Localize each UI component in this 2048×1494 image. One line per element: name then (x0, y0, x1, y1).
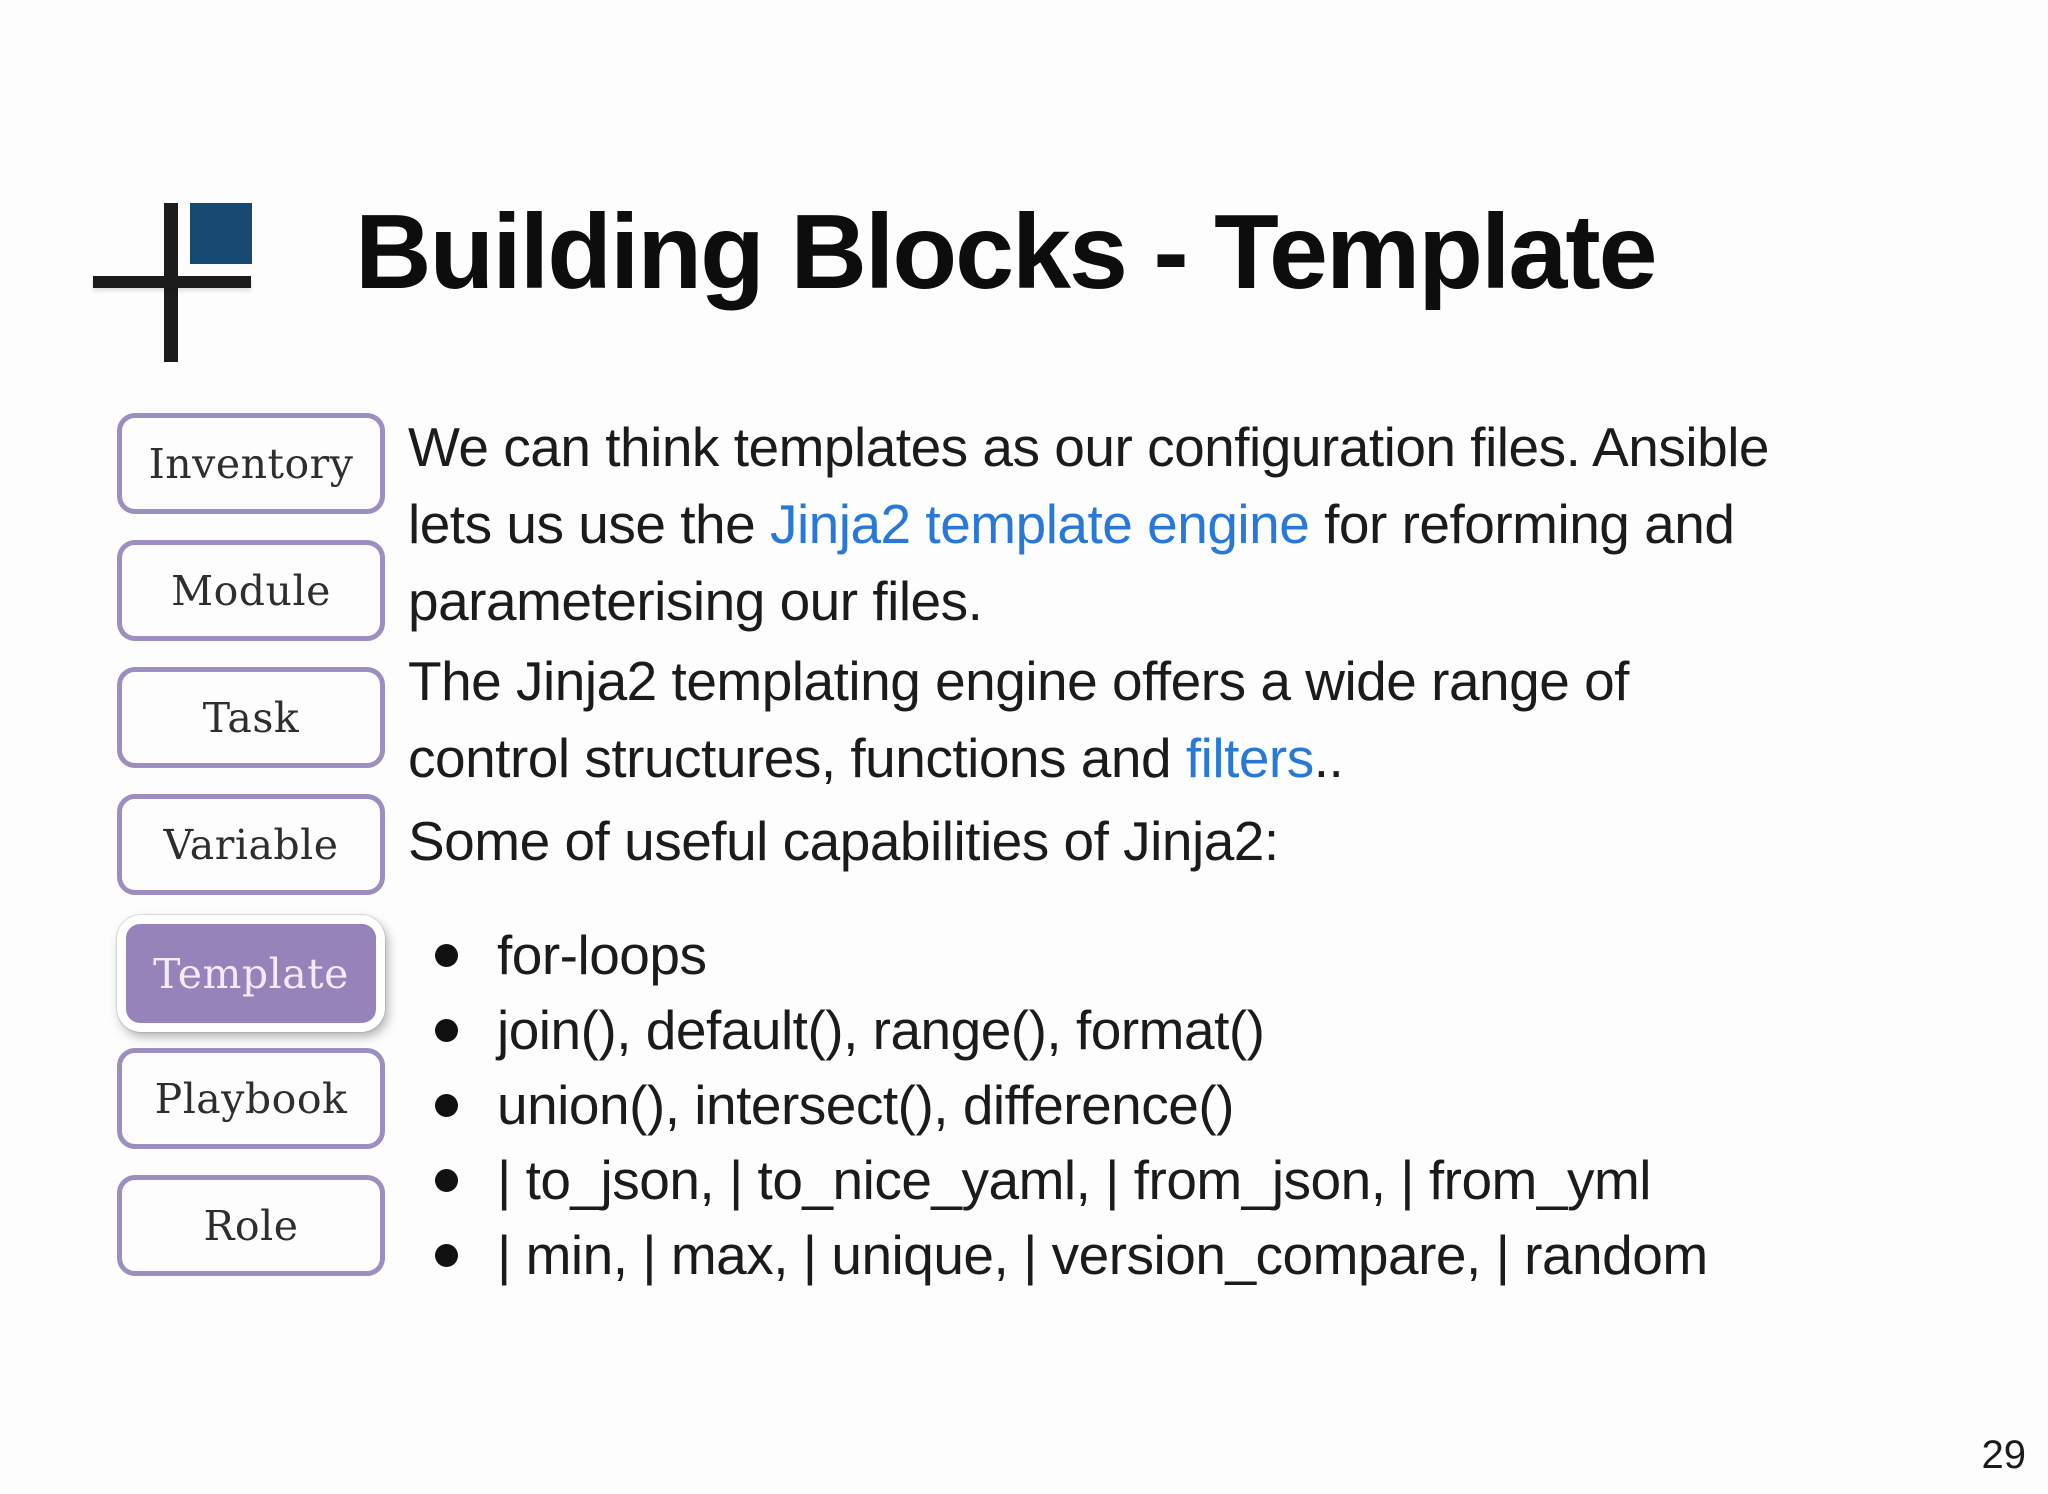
logo-blue-square (190, 203, 252, 264)
text-line: The Jinja2 templating engine offers a wi… (408, 643, 2038, 720)
paragraph: The Jinja2 templating engine offers a wi… (408, 643, 2038, 797)
bullet-list: for-loops join(), default(), range(), for… (408, 918, 2038, 1293)
paragraph: We can think templates as our configurat… (408, 409, 2038, 640)
bullet-text: | min, | max, | unique, | version_compar… (497, 1224, 1708, 1286)
bullet-item: | min, | max, | unique, | version_compar… (435, 1218, 2038, 1293)
text-line: We can think templates as our configurat… (408, 409, 2038, 486)
sidebar-item-label: Playbook (154, 1074, 348, 1123)
bullet-item: join(), default(), range(), format() (435, 993, 2038, 1068)
text-line: parameterising our files. (408, 563, 2038, 640)
page-number: 29 (1981, 1433, 2027, 1477)
bullet-text: for-loops (497, 924, 707, 986)
bullet-dot (435, 1169, 458, 1192)
text-segment: The Jinja2 templating engine offers a wi… (408, 650, 1629, 712)
sidebar-item-module: Module (117, 540, 385, 641)
bullet-dot (435, 1244, 458, 1267)
bullet-text: join(), default(), range(), format() (497, 999, 1265, 1061)
text-segment: Some of useful capabilities of Jinja2: (408, 810, 1279, 872)
sidebar-item-template: Template (117, 915, 385, 1032)
bullet-item: for-loops (435, 918, 2038, 993)
sidebar-active-fill: Template (126, 924, 376, 1023)
bullet-dot (435, 1094, 458, 1117)
body-text: We can think templates as our configurat… (408, 409, 2038, 1293)
text-line: lets us use the Jinja2 template engine f… (408, 486, 2038, 563)
bullet-text: union(), intersect(), difference() (497, 1074, 1235, 1136)
text-segment: for reforming and (1309, 493, 1735, 555)
sidebar-item-label: Module (171, 566, 331, 615)
text-segment: We can think templates as our configurat… (408, 416, 1770, 478)
sidebar-item-label: Role (203, 1201, 299, 1250)
text-segment: lets us use the (408, 493, 770, 555)
text-segment: .. (1313, 727, 1344, 789)
sidebar-item-label: Task (202, 693, 300, 742)
text-segment: control structures, functions and (408, 727, 1186, 789)
sidebar-item-task: Task (117, 667, 385, 768)
sidebar-item-label: Inventory (148, 439, 354, 488)
text-line: Some of useful capabilities of Jinja2: (408, 803, 2038, 880)
bullet-dot (435, 944, 458, 967)
sidebar-item-inventory: Inventory (117, 413, 385, 514)
hyperlink[interactable]: Jinja2 template engine (769, 493, 1310, 555)
paragraph: Some of useful capabilities of Jinja2: (408, 803, 2038, 880)
slide-title: Building Blocks - Template (355, 193, 1658, 311)
bullet-item: | to_json, | to_nice_yaml, | from_json, … (435, 1143, 2038, 1218)
sidebar-item-label: Template (153, 949, 349, 998)
hyperlink[interactable]: filters (1185, 727, 1314, 789)
bullet-text: | to_json, | to_nice_yaml, | from_json, … (497, 1149, 1651, 1211)
sidebar-item-variable: Variable (117, 794, 385, 895)
plus-cross-logo (93, 203, 253, 363)
logo-cross-horizontal-bar (93, 276, 251, 288)
sidebar-item-label: Variable (163, 820, 339, 869)
sidebar-item-playbook: Playbook (117, 1048, 385, 1149)
sidebar-item-role: Role (117, 1175, 385, 1276)
text-segment: parameterising our files. (408, 570, 983, 632)
bullet-item: union(), intersect(), difference() (435, 1068, 2038, 1143)
text-line: control structures, functions and filter… (408, 720, 2038, 797)
bullet-dot (435, 1019, 458, 1042)
